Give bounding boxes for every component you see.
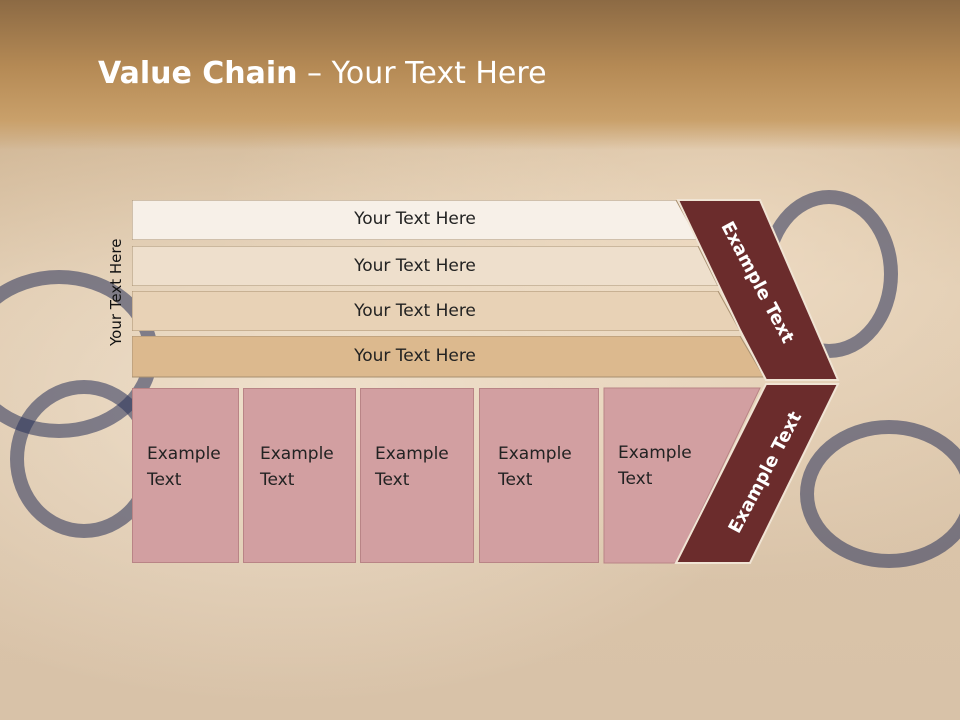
bar-shape <box>132 291 741 331</box>
header-band <box>0 0 960 150</box>
box-line2: Text <box>618 469 653 489</box>
title-bold: Value Chain <box>98 56 298 91</box>
box-line1: Example <box>375 444 449 464</box>
title-rest: – Your Text Here <box>297 56 547 91</box>
support-bar-label: Your Text Here <box>354 256 476 276</box>
box-line1: Example <box>618 443 692 463</box>
slide-title[interactable]: Value Chain – Your Text Here <box>98 56 547 91</box>
box-line2: Text <box>260 470 295 490</box>
bar-shape <box>132 200 698 240</box>
box-line2: Text <box>147 470 182 490</box>
support-bar-label: Your Text Here <box>354 301 476 321</box>
bar-shape <box>132 246 719 286</box>
box-line1: Example <box>260 444 334 464</box>
box-line2: Text <box>498 470 533 490</box>
box-line2: Text <box>375 470 410 490</box>
reflection <box>0 564 960 720</box>
box-line1: Example <box>147 444 221 464</box>
box-line1: Example <box>498 444 572 464</box>
support-bar-label: Your Text Here <box>354 209 476 229</box>
lower-chevron <box>674 383 840 564</box>
upper-chevron <box>676 199 840 381</box>
support-bar-label: Your Text Here <box>354 346 476 366</box>
